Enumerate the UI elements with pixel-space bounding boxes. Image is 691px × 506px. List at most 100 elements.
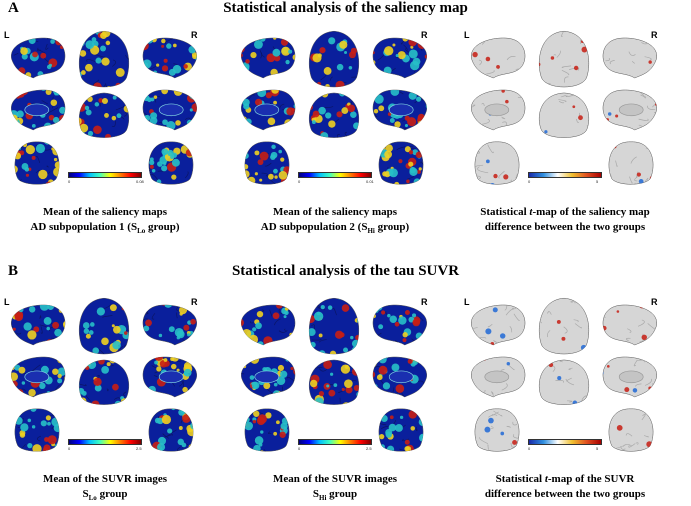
brain-top-view: [309, 30, 359, 88]
brain-top-view: [539, 30, 589, 88]
colorbar: [528, 439, 602, 445]
left-hemisphere-label: L: [4, 30, 10, 40]
brain-back-view: [608, 141, 654, 185]
brain-front-view: [244, 141, 290, 185]
cortex-surface: [78, 359, 130, 405]
brain-medial-right: [602, 356, 657, 398]
section-a-title: Statistical analysis of the saliency map: [223, 0, 468, 16]
cortex-surface: [539, 297, 589, 355]
brain-bottom-view: [78, 359, 130, 405]
cortex-surface: [602, 37, 657, 79]
caption-line-1: Mean of the saliency maps: [272, 206, 398, 218]
brain-lateral-right: [372, 37, 427, 79]
caption-line-2: SLo group: [82, 488, 128, 503]
brain-medial-left: [471, 356, 526, 398]
brain-back-view: [378, 408, 424, 452]
left-hemisphere-label: L: [464, 30, 470, 40]
brain-front-view: [14, 408, 60, 452]
brain-lateral-left: [241, 37, 296, 79]
brain-medial-left: [241, 89, 296, 131]
left-hemisphere-label: L: [464, 297, 470, 307]
cortex-surface: [602, 304, 657, 346]
brain-top-view: [79, 30, 129, 88]
brain-front-view: [14, 141, 60, 185]
brain-views: [11, 30, 197, 185]
brain-lateral-left: [11, 37, 66, 79]
colorbar-min-label: 0: [298, 446, 301, 451]
caption-line-1: Statistical t-map of the saliency map: [480, 206, 650, 218]
section-b-letter: B: [8, 263, 19, 279]
colorbar-max-label: 0.01: [366, 179, 374, 184]
section-b-title: Statistical analysis of the tau SUVR: [231, 263, 460, 279]
colorbar-max-label: 5: [596, 179, 599, 184]
brain-lateral-left: [471, 304, 526, 346]
brain-lateral-left: [11, 304, 66, 346]
brain-medial-left: [241, 356, 296, 398]
brain-lateral-left: [241, 304, 296, 346]
section_b-caption-3: Statistical t-map of the SUVR difference …: [450, 472, 680, 502]
cortex-surface: [538, 359, 590, 405]
brain-top-view: [539, 297, 589, 355]
brain-front-view: [244, 408, 290, 452]
caption-line-1: Mean of the SUVR images: [272, 473, 398, 485]
colorbar-max-label: 0.08: [136, 179, 144, 184]
colorbar-min-label: 0: [68, 446, 71, 451]
colorbar-min-label: 0: [528, 179, 531, 184]
caption-line-1: Mean of the SUVR images: [42, 473, 168, 485]
brain-views: [241, 30, 427, 185]
colorbar-min-label: 0: [528, 446, 531, 451]
brain-medial-right: [142, 89, 197, 131]
section-a-letter: A: [8, 0, 19, 16]
caption-line-2: SHi group: [312, 488, 358, 503]
cortex-surface: [309, 297, 359, 355]
cortex-surface: [538, 92, 590, 138]
section_a-panel-3: L R 0 5: [464, 30, 663, 190]
caption-line-1: Statistical t-map of the SUVR: [495, 473, 635, 485]
brain-medial-left: [11, 356, 66, 398]
right-hemisphere-label: R: [421, 30, 428, 40]
brain-medial-right: [142, 356, 197, 398]
brain-top-view: [79, 297, 129, 355]
colorbar-max-label: 2.5: [366, 446, 372, 451]
brain-bottom-view: [308, 359, 360, 405]
right-hemisphere-label: R: [651, 30, 658, 40]
cortex-surface: [539, 30, 589, 88]
right-hemisphere-label: R: [191, 30, 198, 40]
right-hemisphere-label: R: [421, 297, 428, 307]
cortex-surface: [471, 304, 526, 346]
caption-line-2: difference between the two groups: [484, 488, 646, 500]
colorbar: [528, 172, 602, 178]
brain-lateral-left: [471, 37, 526, 79]
brain-views: [471, 30, 657, 185]
brain-lateral-right: [372, 304, 427, 346]
caption-line-2: AD subpopulation 1 (SLo group): [30, 221, 180, 236]
brain-top-view: [309, 297, 359, 355]
brain-views: [11, 297, 197, 452]
brain-medial-right: [372, 356, 427, 398]
brain-front-view: [474, 141, 520, 185]
cortex-surface: [474, 408, 520, 452]
colorbar-max-label: 5: [596, 446, 599, 451]
section_b-panel-2: R 0 2.5: [238, 297, 433, 457]
brain-medial-left: [471, 89, 526, 131]
brain-medial-right: [602, 89, 657, 131]
caption-line-2: difference between the two groups: [484, 221, 646, 233]
brain-views: [241, 297, 427, 452]
section_a-caption-3: Statistical t-map of the saliency map dif…: [450, 205, 680, 235]
right-hemisphere-label: R: [191, 297, 198, 307]
colorbar: [298, 172, 372, 178]
brain-bottom-view: [538, 359, 590, 405]
brain-bottom-view: [78, 92, 130, 138]
cortex-surface: [471, 37, 526, 79]
brain-back-view: [148, 408, 194, 452]
brain-lateral-right: [142, 37, 197, 79]
brain-front-view: [474, 408, 520, 452]
brain-bottom-view: [538, 92, 590, 138]
colorbar: [68, 172, 142, 178]
brain-back-view: [378, 141, 424, 185]
